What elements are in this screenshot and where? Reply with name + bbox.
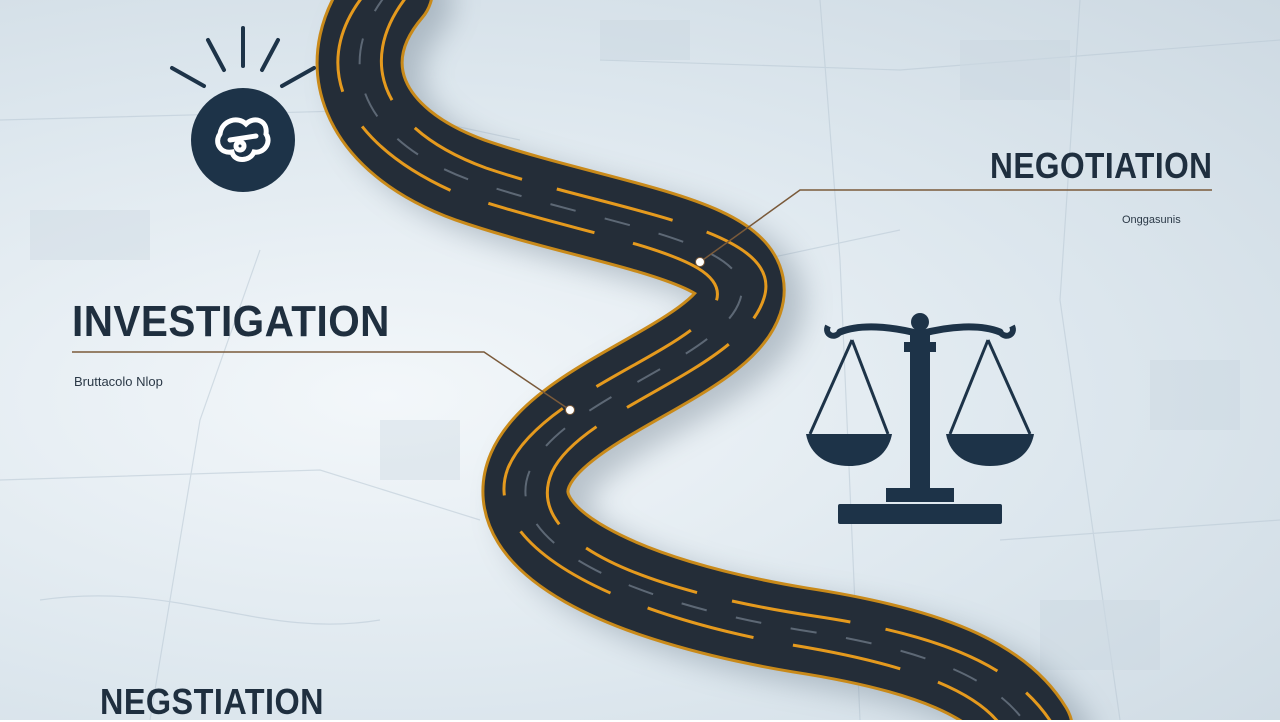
milestone-subtitle-investigation: Bruttacolo Nlop [74, 374, 163, 389]
road-center-line [358, 0, 1025, 720]
road-lane-left [336, 0, 999, 720]
milestone-title-negotiation: NEGOTIATION [990, 145, 1213, 186]
milestone-subtitle-negotiation: Onggasunis [1122, 214, 1181, 226]
milestone-title-investigation: INVESTIGATION [72, 297, 390, 346]
road-lane-right [379, 0, 1052, 720]
lightbulb-idea-icon [170, 26, 316, 192]
milestone-title-bottom: NEGSTIATION [100, 681, 324, 722]
scales-of-justice-icon [806, 313, 1034, 524]
